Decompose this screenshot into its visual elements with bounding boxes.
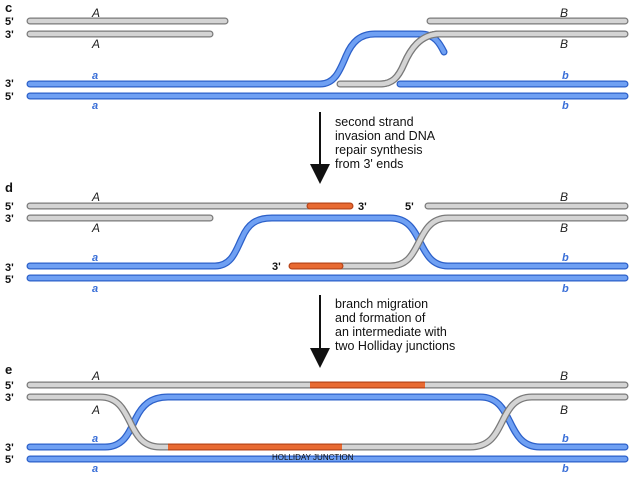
label-B-top: B: [560, 190, 568, 204]
label-A-bottom: A: [91, 221, 100, 235]
step2-line4: two Holliday junctions: [335, 339, 455, 353]
label-A-top: A: [91, 6, 100, 20]
label-3prime-top: 3': [5, 213, 14, 225]
label-B-top: B: [560, 369, 568, 383]
label-5prime-top: 5': [5, 380, 14, 392]
label-B-bottom: B: [560, 403, 568, 417]
label-A-top: A: [91, 190, 100, 204]
label-5prime-top: 5': [5, 201, 14, 213]
label-3prime-bottom: 3': [5, 78, 14, 90]
label-B-bottom: B: [560, 37, 568, 51]
grey-strand-right-3-crossing: [336, 214, 629, 270]
step2-line1: branch migration: [335, 297, 428, 311]
label-B-top: B: [560, 6, 568, 20]
label-b-bottom: b: [562, 283, 569, 295]
label-3prime-bottom: 3': [5, 442, 14, 454]
step-1-text: second strand invasion and DNA repair sy…: [335, 115, 436, 171]
step1-line2: invasion and DNA: [335, 129, 436, 143]
label-b-top: b: [562, 252, 569, 264]
label-b-bottom: b: [562, 100, 569, 112]
label-b-top: b: [562, 433, 569, 445]
step2-line3: an intermediate with: [335, 325, 447, 339]
label-a-bottom: a: [92, 463, 98, 475]
step-2-text: branch migration and formation of an int…: [335, 297, 455, 353]
panel-c: c 5' 3' 3' 5': [5, 0, 629, 112]
blue-strand-d-loop: [26, 214, 629, 270]
label-b-top: b: [562, 70, 569, 82]
panel-letter-e: e: [5, 362, 12, 377]
panel-letter-c: c: [5, 0, 12, 15]
label-3prime-bottom: 3': [5, 262, 14, 274]
label-a-bottom: a: [92, 283, 98, 295]
step1-line4: from 3' ends: [335, 157, 403, 171]
label-5prime-top: 5': [5, 16, 14, 28]
label-3prime-inner: 3': [272, 261, 281, 273]
panel-e: e 5' 3' 3' 5': [5, 362, 629, 475]
label-a-top: a: [92, 252, 98, 264]
step1-line1: second strand: [335, 115, 414, 129]
label-B-bottom: B: [560, 221, 568, 235]
label-b-bottom: b: [562, 463, 569, 475]
label-5prime-bottom: 5': [5, 91, 14, 103]
panel-d: d 5' 3' 3' 5': [5, 180, 629, 295]
step2-line2: and formation of: [335, 311, 426, 325]
holliday-junction-caption: HOLLIDAY JUNCTION: [272, 453, 354, 462]
label-A-bottom: A: [91, 37, 100, 51]
label-a-top: a: [92, 70, 98, 82]
label-a-top: a: [92, 433, 98, 445]
panel-letter-d: d: [5, 180, 13, 195]
blue-strand-invading: [26, 30, 448, 88]
step1-line3: repair synthesis: [335, 143, 423, 157]
label-3prime-top: 3': [5, 29, 14, 41]
label-3prime-top: 3': [5, 392, 14, 404]
label-A-bottom: A: [91, 403, 100, 417]
blue-strand-crossover: [26, 393, 629, 451]
grey-strand-right-3-crossing: [336, 30, 629, 88]
label-A-top: A: [91, 369, 100, 383]
label-5prime-bottom: 5': [5, 274, 14, 286]
label-5prime-gap: 5': [405, 201, 414, 213]
label-5prime-bottom: 5': [5, 454, 14, 466]
label-a-bottom: a: [92, 100, 98, 112]
label-3prime-synthesis: 3': [358, 201, 367, 213]
grey-strand-crossover-c: [379, 30, 441, 88]
